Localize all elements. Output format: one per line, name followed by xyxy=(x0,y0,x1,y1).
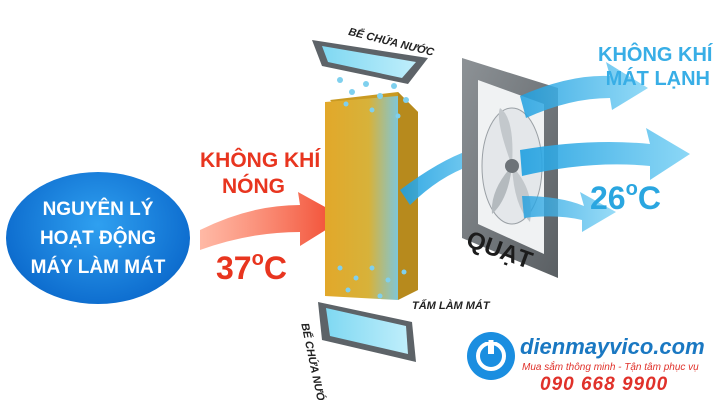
cool-temp-degree: o xyxy=(625,178,638,200)
cool-temp-unit: C xyxy=(637,180,661,216)
hot-air-arrow xyxy=(200,192,345,250)
cool-temperature: 26oC xyxy=(590,178,661,217)
cool-temp-value: 26 xyxy=(590,180,626,216)
water-drops xyxy=(337,77,409,299)
cool-air-arrow-middle xyxy=(520,128,690,180)
brand-slogan: Mua sắm thông minh - Tận tâm phục vụ xyxy=(522,362,699,373)
cool-air-label-1: KHÔNG KHÍ xyxy=(598,44,713,66)
hot-temp-value: 37 xyxy=(216,250,252,286)
title-oval: NGUYÊN LÝ HOẠT ĐỘNG MÁY LÀM MÁT xyxy=(6,172,190,304)
water-tank-top-shape xyxy=(312,40,428,84)
hot-temp-unit: C xyxy=(263,250,287,286)
cool-air-arrow-top xyxy=(520,62,648,118)
hot-air-label-2: NÓNG xyxy=(222,175,285,198)
cool-air-arrow-bottom xyxy=(522,192,616,232)
water-tank-bottom-shape xyxy=(318,302,416,362)
brand-name: dienmayvico.com xyxy=(520,334,705,359)
hot-temp-degree: o xyxy=(251,248,264,270)
brand-phone: 090 668 9900 xyxy=(540,374,669,395)
hot-air-label-1: KHÔNG KHÍ xyxy=(200,149,321,172)
title-line-3: MÁY LÀM MÁT xyxy=(30,256,166,278)
brand-logo-icon xyxy=(467,332,515,380)
cool-air-label-2: MÁT LẠNH xyxy=(605,68,710,90)
cooling-pad-label: TẤM LÀM MÁT xyxy=(412,300,490,312)
title-line-2: HOẠT ĐỘNG xyxy=(39,227,157,249)
hot-temperature: 37oC xyxy=(216,248,287,287)
title-line-1: NGUYÊN LÝ xyxy=(42,198,154,220)
